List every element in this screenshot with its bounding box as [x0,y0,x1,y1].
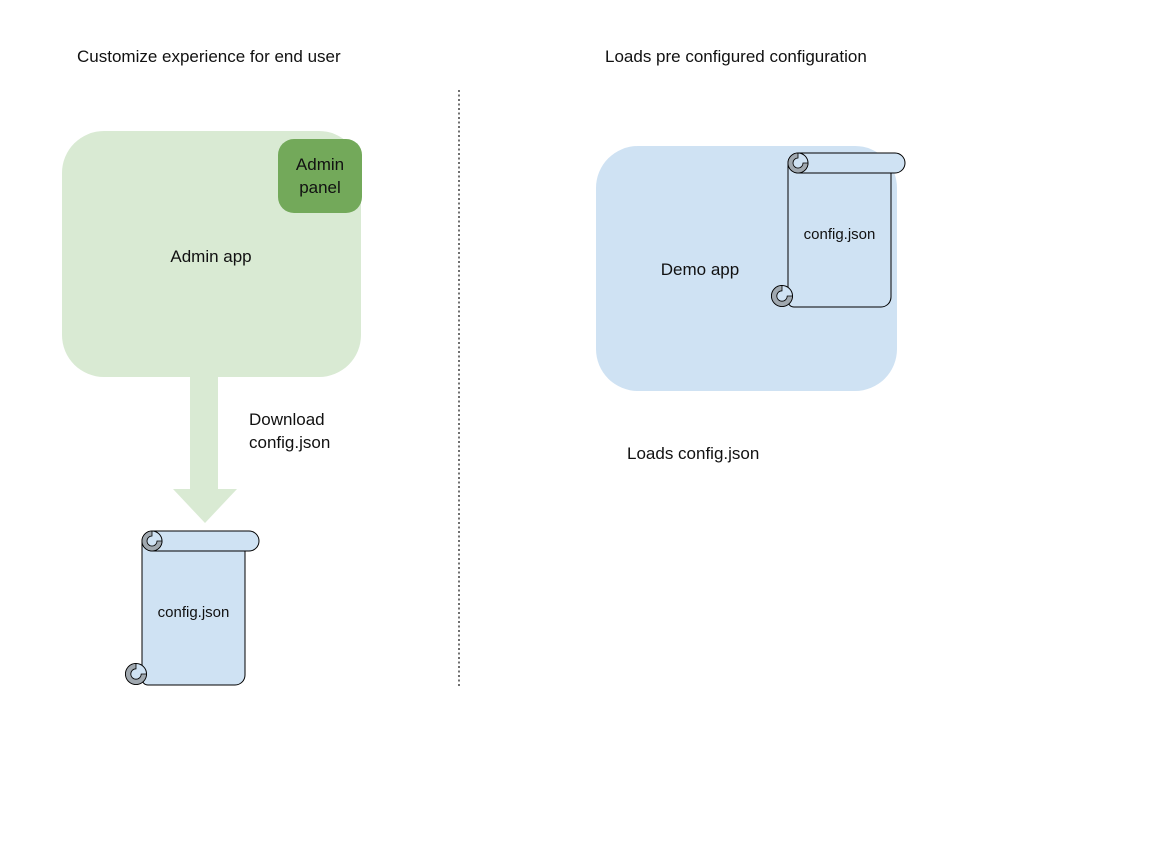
admin-app-box: Admin panel [62,131,362,377]
admin-panel-box: Admin panel [278,139,362,213]
demo-app-label: Demo app [660,260,740,279]
right-section-title: Loads pre configured configuration [605,47,867,66]
config-json-scroll-left: config.json [122,528,262,690]
download-arrow-label: Download config.json [249,408,330,454]
section-divider [458,90,460,686]
config-json-label-left: config.json [157,604,230,621]
loads-config-caption: Loads config.json [627,444,760,463]
admin-app-label: Admin app [170,247,252,266]
admin-panel-label: Admin panel [295,155,345,197]
left-section-title: Customize experience for end user [77,47,341,66]
download-arrow-icon [173,376,237,523]
download-arrow-label-line1: Download [249,410,325,429]
config-json-label-right: config.json [803,226,876,243]
config-json-scroll-right: config.json [768,150,908,312]
download-arrow-label-line2: config.json [249,433,331,452]
